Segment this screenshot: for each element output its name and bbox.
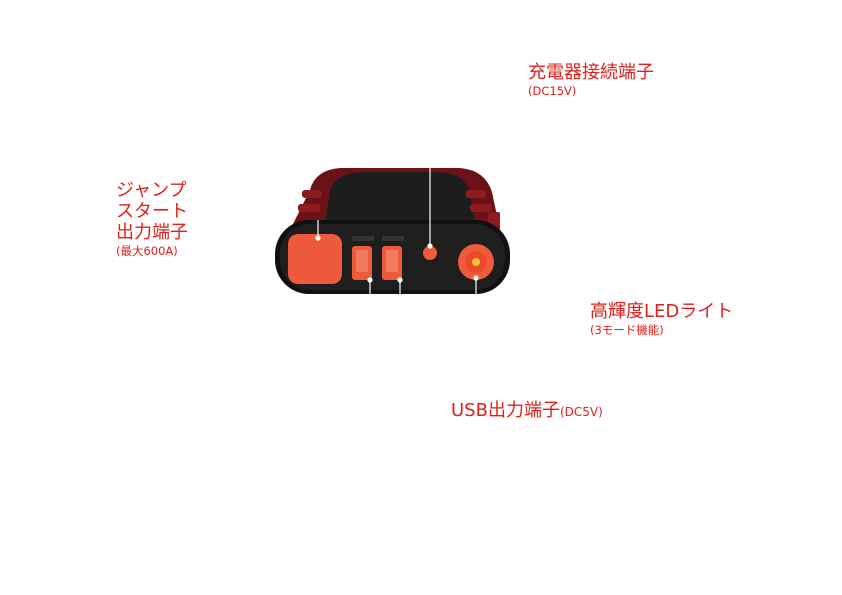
charger-port-label-main: 充電器接続端子 bbox=[528, 62, 654, 83]
led-light-label-sub: (3モード機能) bbox=[590, 322, 664, 337]
jump-start-label-sub: (最大600A) bbox=[116, 244, 178, 258]
charger-port bbox=[423, 246, 437, 260]
jump-start-output-label: ジャンプ スタート 出力端子 (最大600A) bbox=[116, 180, 188, 257]
usb-port-1-tag bbox=[352, 236, 374, 241]
jump-start-port bbox=[288, 234, 342, 284]
charger-port-label: 充電器接続端子 (DC15V) bbox=[528, 62, 654, 98]
jump-start-label-line2: スタート bbox=[116, 201, 188, 222]
jump-starter-device-illustration bbox=[275, 165, 510, 298]
usb-output-label-main: USB出力端子 bbox=[451, 400, 560, 421]
usb-port-2-inner bbox=[386, 250, 398, 272]
jump-start-label-line3: 出力端子 bbox=[116, 222, 188, 243]
jump-start-label-line1: ジャンプ bbox=[116, 180, 187, 201]
leader-lines bbox=[315, 165, 479, 298]
device-top-surface bbox=[325, 172, 475, 222]
device-side-ridges bbox=[298, 190, 500, 230]
usb-output-label: USB出力端子(DC5V) bbox=[451, 400, 603, 421]
charger-port-label-sub: (DC15V) bbox=[528, 83, 577, 98]
usb-port-2-tag bbox=[382, 236, 404, 241]
usb-output-label-sub: (DC5V) bbox=[559, 405, 603, 419]
led-light-core bbox=[472, 258, 480, 266]
led-light-label-main: 高輝度LEDライト bbox=[590, 301, 734, 322]
usb-port-1-inner bbox=[356, 250, 368, 272]
led-light-label: 高輝度LEDライト (3モード機能) bbox=[590, 301, 734, 337]
